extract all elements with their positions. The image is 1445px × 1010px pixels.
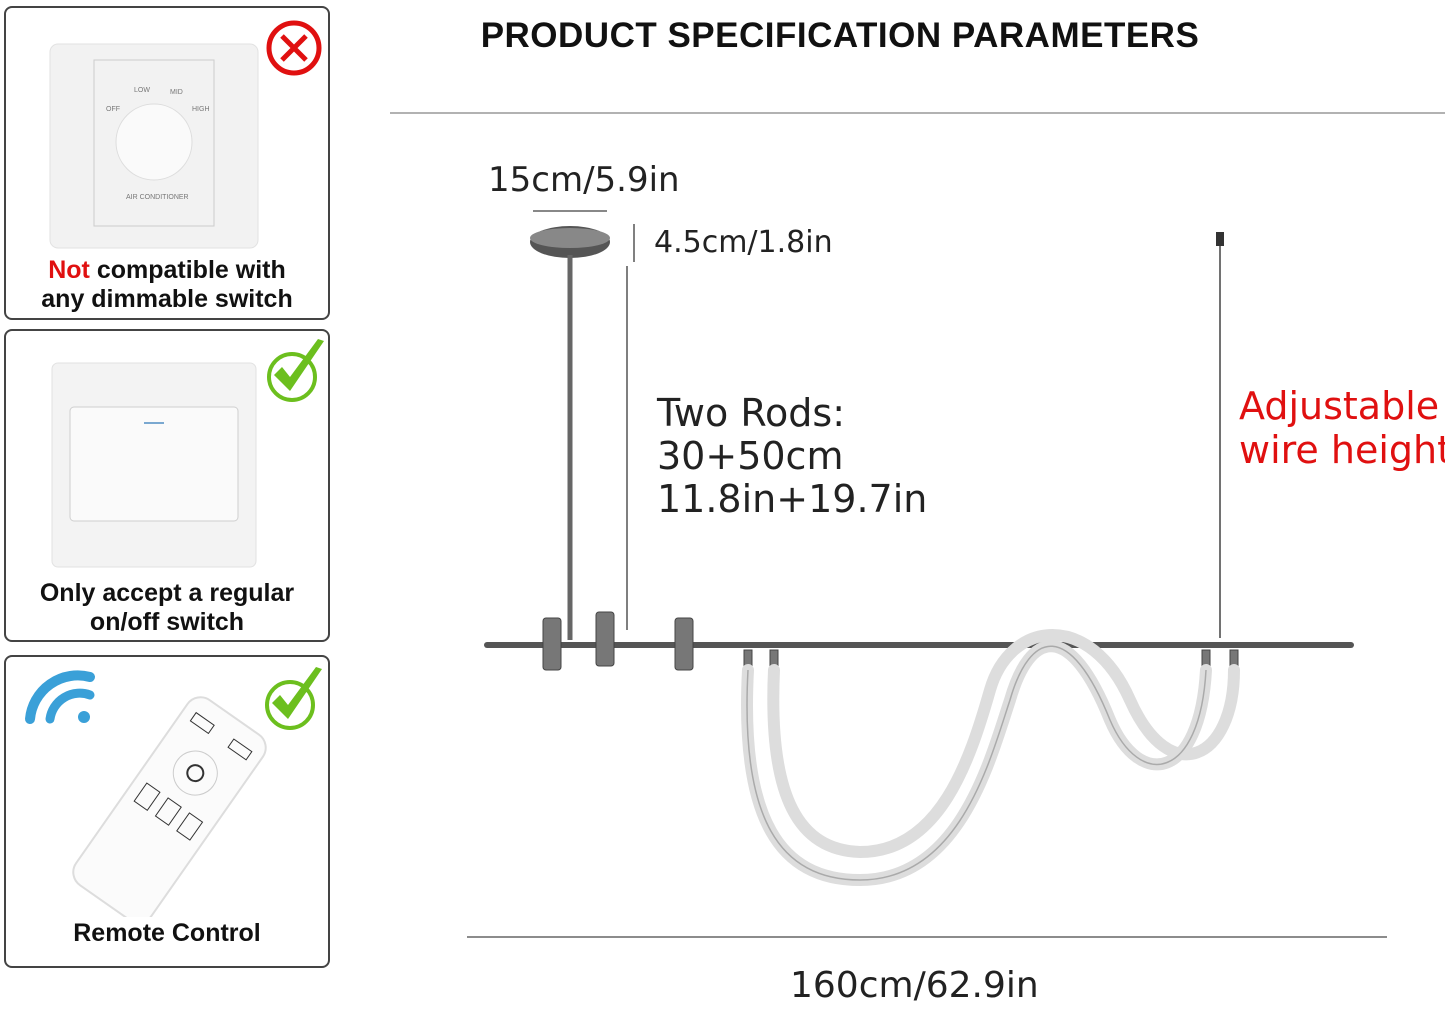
adjustable-wire-label: Adjustable wire height	[1239, 384, 1445, 472]
dial-label-low: LOW	[134, 87, 150, 94]
panel-remote-control: Remote Control	[4, 655, 330, 968]
panel-not-compatible: LOW MID OFF HIGH AIR CONDITIONER Not com…	[4, 6, 330, 320]
on-off-switch-image	[51, 362, 257, 568]
rods-in: 11.8in+19.7in	[657, 477, 928, 521]
canopy-height-label: 4.5cm/1.8in	[654, 225, 833, 260]
dial-label-name: AIR CONDITIONER	[126, 194, 189, 201]
dial-label-high: HIGH	[192, 106, 210, 113]
not-highlight: Not	[48, 256, 90, 284]
cross-circle-icon	[266, 20, 322, 76]
dial-label-mid: MID	[170, 89, 183, 96]
rods-label: Two Rods: 30+50cm 11.8in+19.7in	[657, 392, 927, 521]
page-title: PRODUCT SPECIFICATION PARAMETERS	[480, 16, 1200, 55]
rods-title: Two Rods:	[657, 391, 845, 435]
total-length-label: 160cm/62.9in	[790, 965, 1039, 1006]
caption-line1: compatible with	[89, 256, 286, 284]
checkmark-icon	[265, 667, 322, 730]
dimmer-switch-image: LOW MID OFF HIGH AIR CONDITIONER	[49, 43, 259, 249]
canopy-width-label: 15cm/5.9in	[488, 160, 680, 200]
panel-caption: Remote Control	[73, 919, 261, 947]
rods-cm: 30+50cm	[657, 434, 844, 478]
wifi-icon	[25, 670, 95, 724]
remote-control-image	[72, 696, 267, 917]
dial-label-off: OFF	[106, 106, 120, 113]
checkmark-icon	[267, 339, 324, 402]
caption-line2: any dimmable switch	[41, 285, 293, 313]
